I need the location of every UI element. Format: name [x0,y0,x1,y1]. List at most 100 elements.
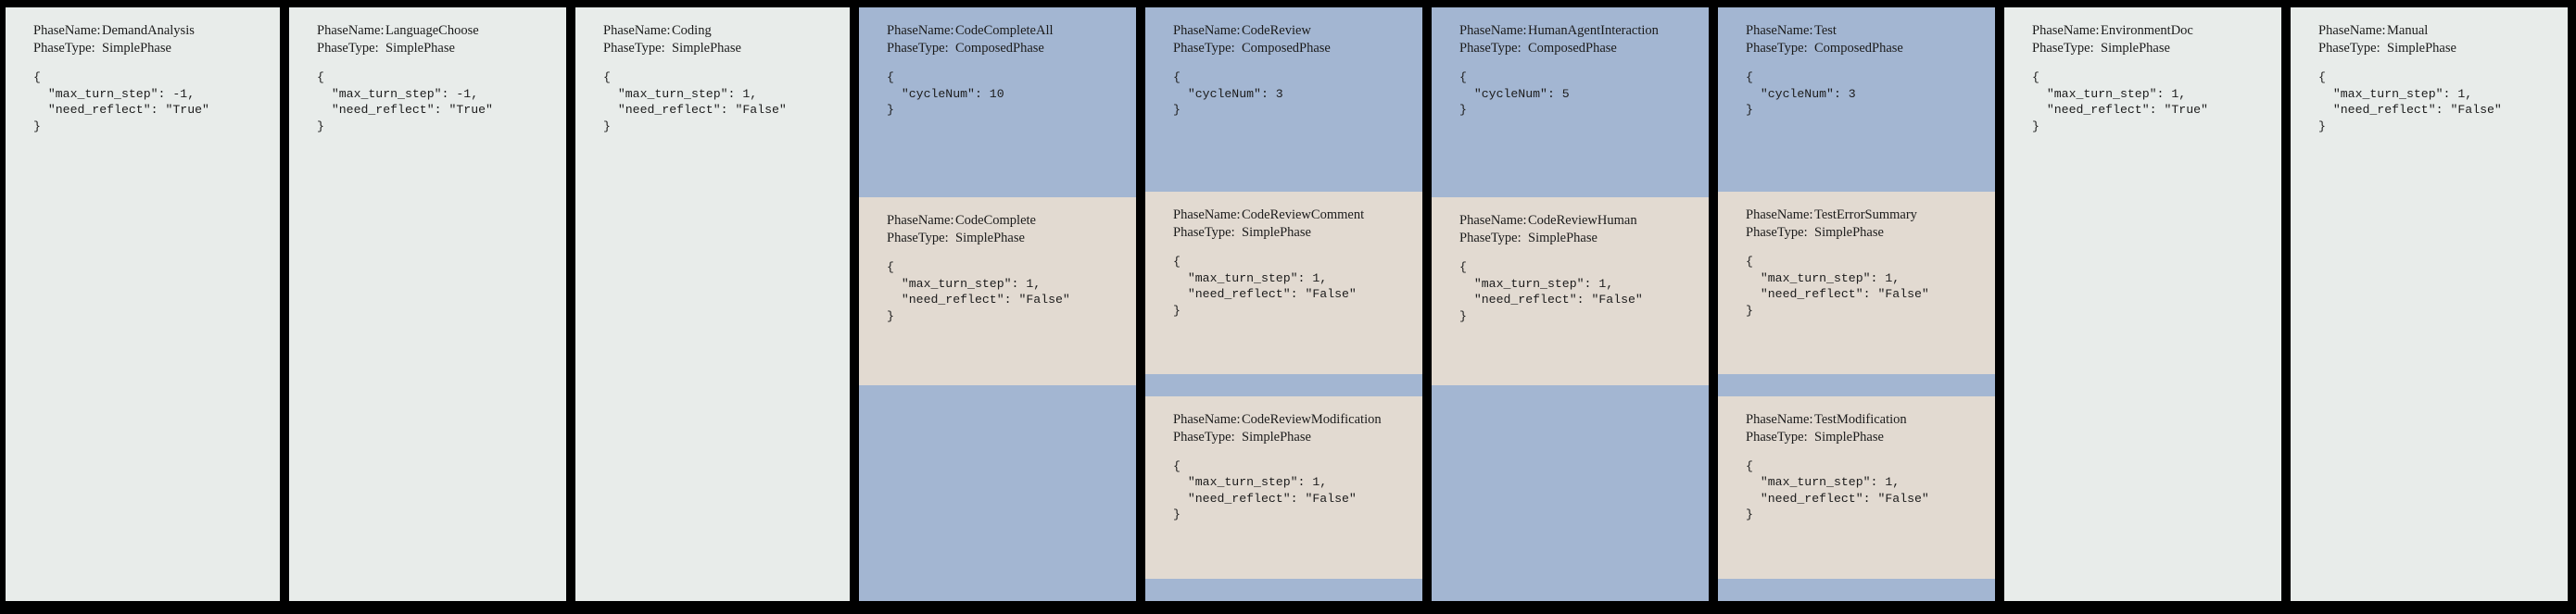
phase-name-label: PhaseName: [1746,411,1813,427]
phase-name-label: PhaseName: [33,23,101,38]
phase-config-json: { "max_turn_step": -1, "need_reflect": "… [317,69,566,134]
json-line-close: } [1173,507,1181,522]
phase-type-label: PhaseType: [33,41,95,56]
phase-type-label: PhaseType: [603,41,665,56]
phase-type-value: ComposedPhase [955,41,1044,56]
phase-config-json: { "max_turn_step": 1, "need_reflect": "F… [2318,69,2568,134]
composed-phase-separator [1718,374,1995,396]
json-line-l1: "max_turn_step": 1, [2318,86,2473,101]
json-line-l1: "max_turn_step": 1, [887,276,1042,291]
phase-name-label: PhaseName: [887,23,954,38]
phase-type-value: ComposedPhase [1528,41,1617,56]
phase-config-json: { "cycleNum": 3} [1746,69,1995,119]
json-line-l1: "max_turn_step": 1, [1173,270,1328,285]
phase-name-value: EnvironmentDoc [2101,23,2193,38]
json-line-close: } [317,119,324,133]
phase-name-value: Coding [672,23,712,38]
json-line-close: } [1459,308,1467,323]
json-line-open: { [1173,458,1181,473]
phase-config-json: { "cycleNum": 3} [1173,69,1422,119]
json-line-l1: "max_turn_step": 1, [2032,86,2187,101]
json-line-close: } [887,308,894,323]
phase-name-row: PhaseName:CodeReviewHuman [1459,212,1709,230]
composed-phase-separator [1145,374,1422,396]
json-line-open: { [1746,70,1753,84]
json-line-open: { [1173,70,1181,84]
phase-name-row: PhaseName:EnvironmentDoc [2032,22,2281,40]
phase-type-value: SimplePhase [1528,231,1597,245]
phase-type-row: PhaseType:SimplePhase [2032,40,2281,57]
phase-type-value: ComposedPhase [1814,41,1903,56]
phase-config-json: { "cycleNum": 5} [1459,69,1709,119]
phase-name-label: PhaseName: [2032,23,2100,38]
phase-config-json: { "max_turn_step": 1, "need_reflect": "F… [1746,254,1995,319]
phase-config-json: { "max_turn_step": 1, "need_reflect": "F… [1173,254,1422,319]
json-line-open: { [1173,255,1181,269]
phase-name-row: PhaseName:TestErrorSummary [1746,207,1995,224]
phase-type-label: PhaseType: [887,231,949,245]
json-line-l2: "need_reflect": "False" [603,103,787,117]
json-line-close: } [1173,103,1181,117]
json-line-close: } [1746,507,1753,522]
json-line-open: { [1746,458,1753,473]
phase-name-value: HumanAgentInteraction [1528,23,1659,38]
composed-phase-separator [1718,579,1995,601]
phase-type-label: PhaseType: [1173,429,1235,445]
json-line-l2: "need_reflect": "False" [1173,491,1357,506]
json-line-open: { [33,70,41,84]
phase-type-value: SimplePhase [2387,41,2456,56]
phase-type-label: PhaseType: [1746,225,1808,241]
phase-type-row: PhaseType: ComposedPhase [1746,40,1995,57]
json-line-close: } [33,119,41,133]
json-line-close: } [2318,119,2326,133]
json-line-l1: "max_turn_step": -1, [317,86,479,101]
phase-name-row: PhaseName:CodeReview [1173,22,1422,40]
phase-type-label: PhaseType: [1746,41,1808,56]
phase-config-json: { "max_turn_step": 1, "need_reflect": "F… [887,259,1136,324]
json-line-close: } [2032,119,2039,133]
phase-name-value: LanguageChoose [385,23,479,38]
json-line-open: { [603,70,611,84]
phase-name-row: PhaseName:Coding [603,22,850,40]
phase-type-row: PhaseType:SimplePhase [33,40,280,57]
json-line-open: { [2318,70,2326,84]
phase-type-row: PhaseType: SimplePhase [603,40,850,57]
phase-type-value: SimplePhase [955,231,1025,245]
phase-type-label: PhaseType: [1459,231,1522,245]
phase-type-value: SimplePhase [672,41,741,56]
json-line-l1: "max_turn_step": -1, [33,86,196,101]
phase-name-value: CodeComplete [955,213,1036,228]
